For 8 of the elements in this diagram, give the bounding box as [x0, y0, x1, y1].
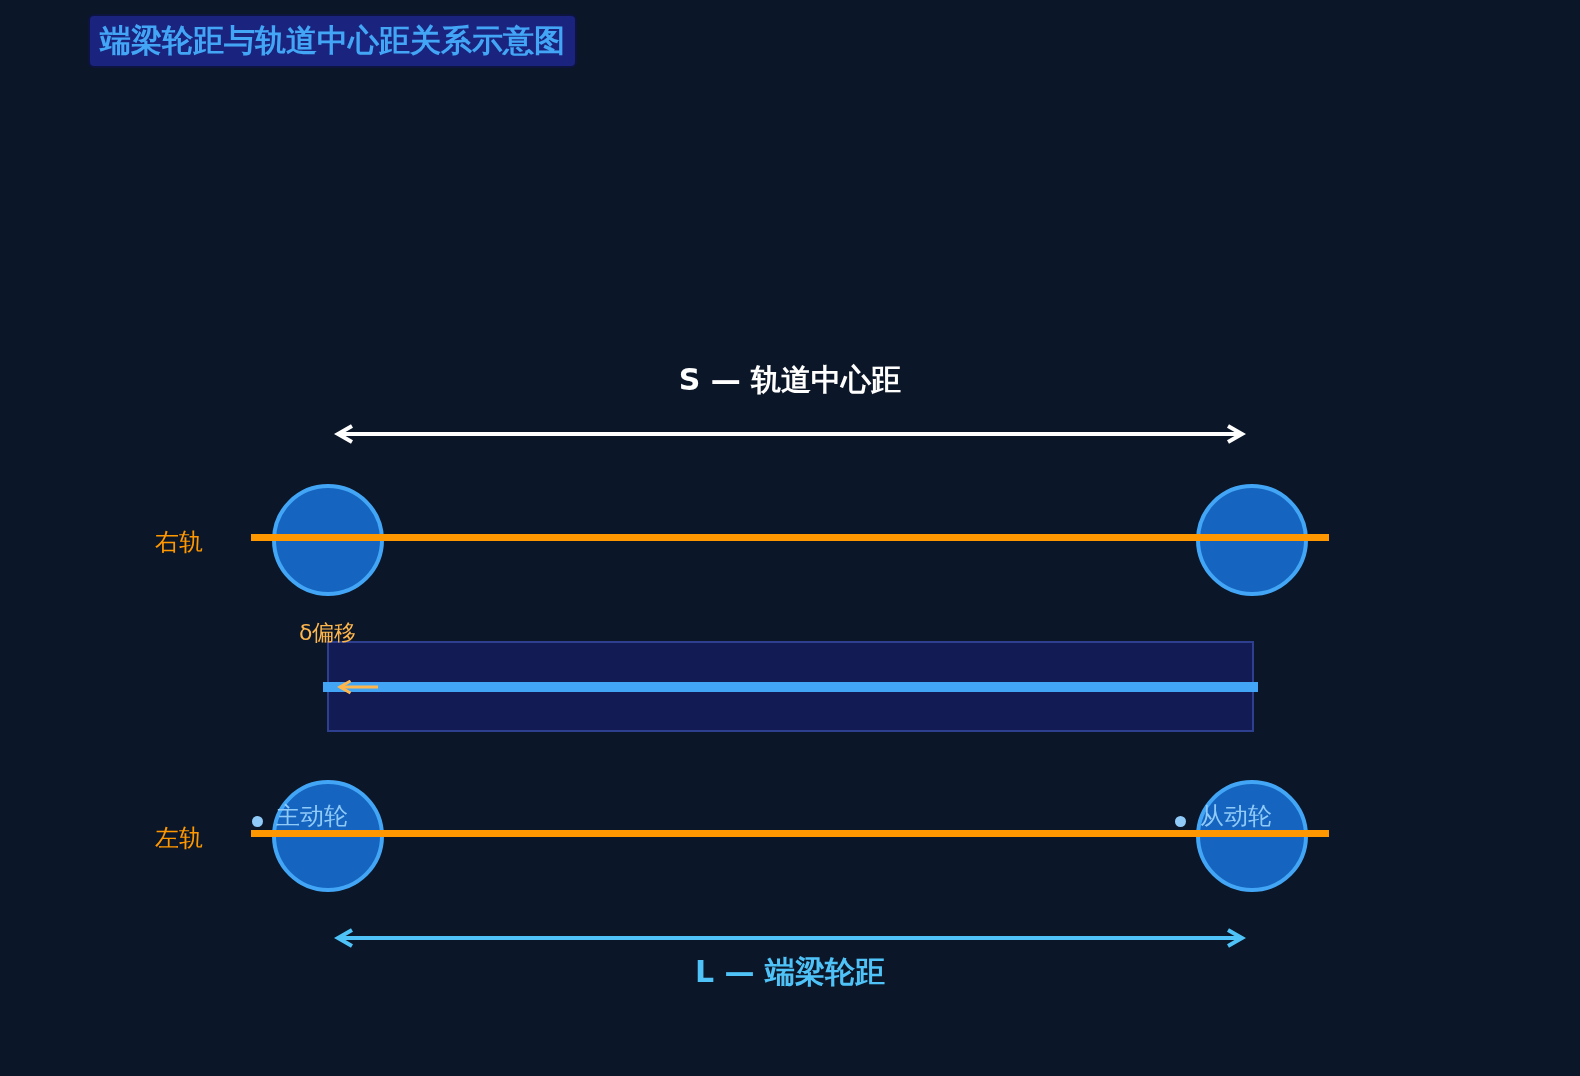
rail-label: 右轨 [155, 527, 203, 558]
rail-label: 左轨 [155, 823, 203, 854]
dimension-label: S — 轨道中心距 [678, 361, 902, 399]
wheel-circle: 从动轮 [1196, 780, 1308, 892]
dimension-label: L — 端梁轮距 [695, 953, 885, 991]
diagram-title: 端梁轮距与轨道中心距关系示意图 [88, 14, 577, 68]
offset-label: δ偏移 [299, 619, 357, 647]
wheel-circle: 主动轮 [272, 780, 384, 892]
